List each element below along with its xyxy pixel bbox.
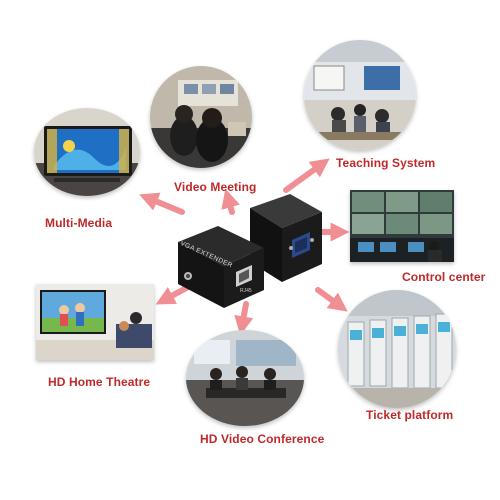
arrow-to-hd-home-theatre [155, 283, 193, 305]
arrow-to-ticket-platform [315, 287, 348, 312]
arrow-to-hd-video-conference [234, 301, 254, 336]
arrow-to-multi-media [139, 192, 185, 215]
label-hd-home-theatre: HD Home Theatre [48, 375, 151, 389]
arrow-to-teaching-system [283, 158, 330, 193]
multimedia-tv-photo [34, 108, 140, 196]
control-room-photo [350, 190, 454, 262]
ticket-machines-photo [338, 290, 456, 408]
conference-room-photo [186, 330, 304, 426]
label-multi-media: Multi-Media [45, 216, 113, 230]
label-hd-video-conference: HD Video Conference [200, 432, 325, 446]
label-video-meeting: Video Meeting [174, 180, 257, 194]
label-ticket-platform: Ticket platform [366, 408, 454, 422]
label-teaching-system: Teaching System [336, 156, 436, 170]
vga-extender-local-unit [178, 226, 264, 308]
home-theatre-photo [36, 284, 154, 360]
video-meeting-photo [150, 66, 252, 168]
label-control-center: Control center [402, 270, 486, 284]
classroom-photo [304, 40, 416, 150]
rj45-port-label: RJ45 [240, 288, 252, 294]
arrow-to-video-meeting [221, 188, 240, 215]
vga-extender-device: VGA EXTENDER RJ45 [172, 190, 332, 310]
